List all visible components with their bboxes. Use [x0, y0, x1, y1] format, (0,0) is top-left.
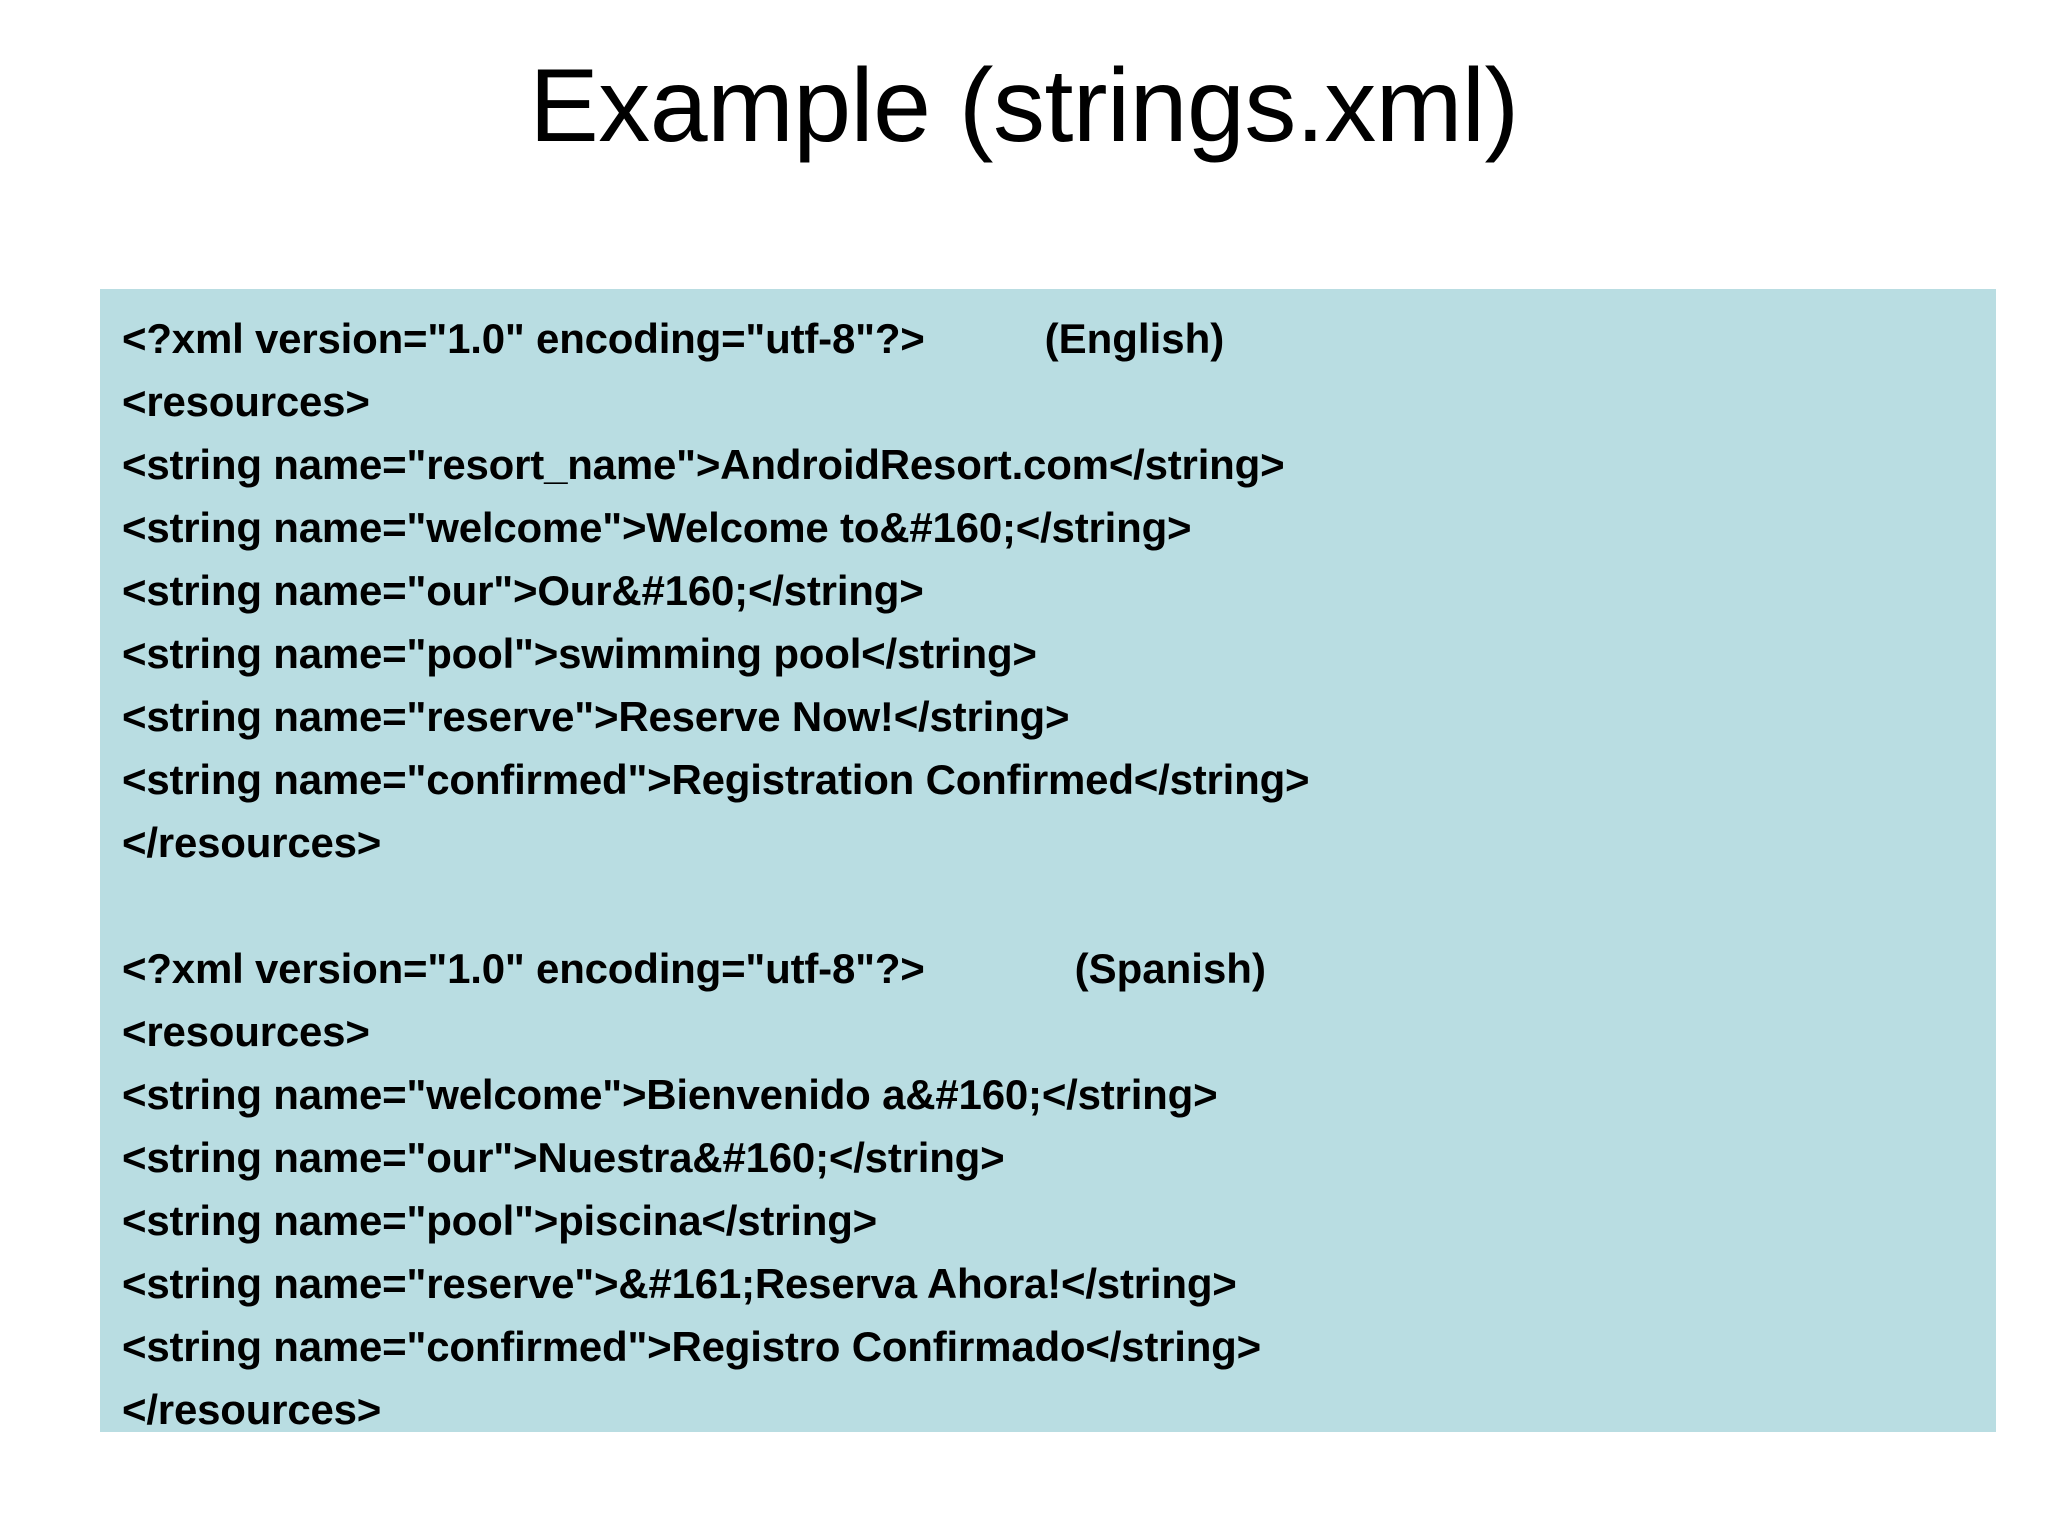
- code-line: <string name="pool">piscina</string>: [122, 1189, 1996, 1252]
- code-line: <string name="pool">swimming pool</strin…: [122, 622, 1996, 685]
- code-line-text: <string name="pool">piscina</string>: [122, 1197, 878, 1244]
- code-listing-spanish: <?xml version="1.0" encoding="utf-8"?> (…: [122, 937, 1996, 1441]
- code-line: <resources>: [122, 370, 1996, 433]
- code-line-text: <string name="confirmed">Registro Confir…: [122, 1323, 1261, 1370]
- code-line: <string name="welcome">Bienvenido a&#160…: [122, 1063, 1996, 1126]
- language-tag-spanish: (Spanish): [1074, 945, 1266, 992]
- code-line: </resources>: [122, 811, 1996, 874]
- code-line-text: <?xml version="1.0" encoding="utf-8"?>: [122, 315, 925, 362]
- language-tag-english: (English): [1044, 315, 1225, 362]
- code-line-text: <string name="our">Nuestra&#160;</string…: [122, 1134, 1005, 1181]
- code-line-text: <string name="reserve">&#161;Reserva Aho…: [122, 1260, 1237, 1307]
- code-line-text: <resources>: [122, 378, 370, 425]
- code-line-text: </resources>: [122, 819, 382, 866]
- code-line-text: <string name="our">Our&#160;</string>: [122, 567, 924, 614]
- code-line: <string name="reserve">&#161;Reserva Aho…: [122, 1252, 1996, 1315]
- code-panel: <?xml version="1.0" encoding="utf-8"?> (…: [100, 289, 1996, 1433]
- code-line: <string name="our">Nuestra&#160;</string…: [122, 1126, 1996, 1189]
- code-line: <string name="our">Our&#160;</string>: [122, 559, 1996, 622]
- code-line-text: <string name="welcome">Bienvenido a&#160…: [122, 1071, 1218, 1118]
- code-line-text: <?xml version="1.0" encoding="utf-8"?>: [122, 945, 925, 992]
- code-line: <string name="welcome">Welcome to&#160;<…: [122, 496, 1996, 559]
- code-blank-line: [122, 874, 1996, 937]
- code-line-text: <string name="pool">swimming pool</strin…: [122, 630, 1037, 677]
- code-line-text: <string name="confirmed">Registration Co…: [122, 756, 1310, 803]
- page-title: Example (strings.xml): [529, 48, 1519, 164]
- code-line-text: </resources>: [122, 1386, 382, 1433]
- code-line-text: <string name="welcome">Welcome to&#160;<…: [122, 504, 1192, 551]
- code-line: <?xml version="1.0" encoding="utf-8"?> (…: [122, 937, 1996, 1000]
- code-line: <string name="confirmed">Registration Co…: [122, 748, 1996, 811]
- code-listing-english: <?xml version="1.0" encoding="utf-8"?> (…: [122, 307, 1996, 874]
- code-line: <string name="confirmed">Registro Confir…: [122, 1315, 1996, 1378]
- code-line: <resources>: [122, 1000, 1996, 1063]
- code-line: </resources>: [122, 1378, 1996, 1441]
- code-line: <?xml version="1.0" encoding="utf-8"?> (…: [122, 307, 1996, 370]
- code-line-text: <resources>: [122, 1008, 370, 1055]
- code-line: <string name="resort_name">AndroidResort…: [122, 433, 1996, 496]
- code-line: <string name="reserve">Reserve Now!</str…: [122, 685, 1996, 748]
- code-line-text: <string name="resort_name">AndroidResort…: [122, 441, 1285, 488]
- code-line-text: <string name="reserve">Reserve Now!</str…: [122, 693, 1070, 740]
